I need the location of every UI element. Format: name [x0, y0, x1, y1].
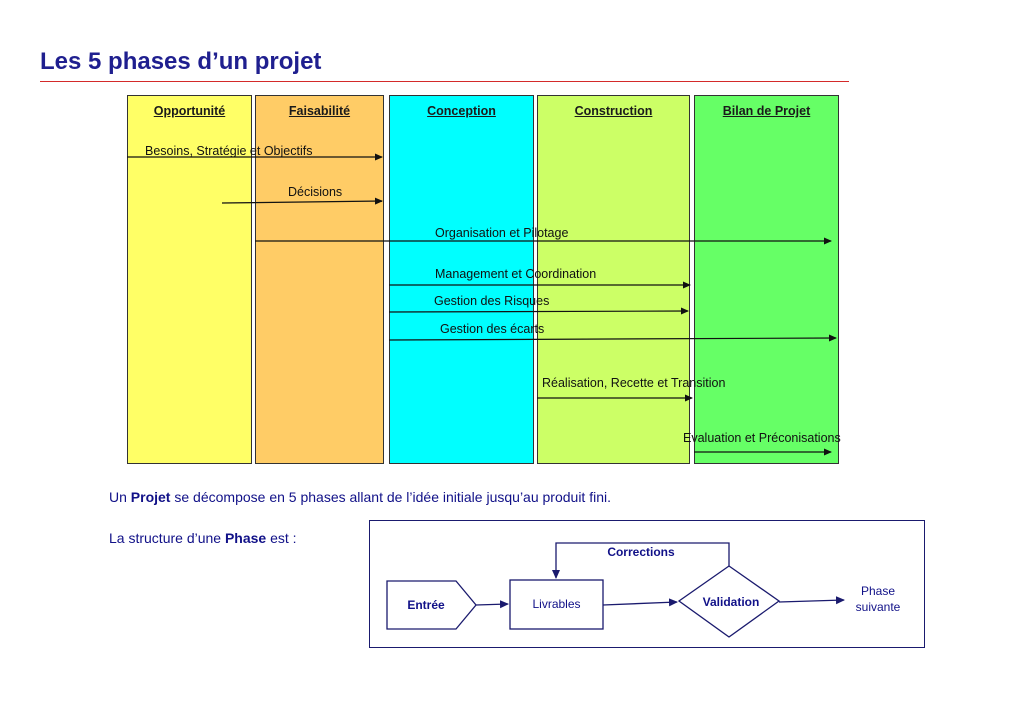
- phase-label-conception: Conception: [427, 104, 496, 118]
- intro-sentence: Un Projet se décompose en 5 phases allan…: [109, 489, 611, 505]
- phase-label-bilan: Bilan de Projet: [722, 104, 811, 118]
- phase-label-construction: Construction: [574, 104, 653, 118]
- phase-suivante-label: Phase suivante: [843, 583, 913, 615]
- structure-sentence: La structure d’une Phase est :: [109, 530, 297, 546]
- structure-suffix: est :: [266, 530, 297, 546]
- validation-label: Validation: [702, 595, 760, 609]
- intro-bold: Projet: [130, 489, 171, 505]
- livrables-label: Livrables: [532, 597, 581, 611]
- structure-bold: Phase: [224, 530, 267, 546]
- phase-structure-box: [369, 520, 925, 648]
- activity-label-besoins: Besoins, Stratégie et Objectifs: [145, 144, 313, 158]
- structure-prefix: La structure d’une: [109, 530, 225, 546]
- activity-label-decisions: Décisions: [288, 185, 343, 199]
- activity-label-organisation: Organisation et Pilotage: [435, 226, 569, 240]
- phase-column-conception: Conception: [389, 95, 534, 464]
- phase-suivante-line1: Phase: [860, 584, 896, 598]
- intro-suffix: se décompose en 5 phases allant de l’idé…: [170, 489, 611, 505]
- activity-label-evaluation: Evaluation et Préconisations: [683, 431, 841, 445]
- phase-column-construction: Construction: [537, 95, 690, 464]
- title-underline: [40, 81, 849, 82]
- entree-label: Entrée: [407, 598, 445, 612]
- phase-column-bilan: Bilan de Projet: [694, 95, 839, 464]
- phase-label-opportunite: Opportunité: [153, 104, 226, 118]
- phase-suivante-line2: suivante: [855, 600, 901, 614]
- page-title: Les 5 phases d’un projet: [40, 48, 322, 75]
- intro-prefix: Un: [109, 489, 131, 505]
- activity-label-risques: Gestion des Risques: [434, 294, 550, 308]
- phase-label-faisabilite: Faisabilité: [288, 104, 351, 118]
- activity-label-ecarts: Gestion des écarts: [440, 322, 545, 336]
- corrections-label: Corrections: [607, 545, 675, 559]
- activity-label-realisation: Réalisation, Recette et Transition: [542, 376, 726, 390]
- activity-label-management: Management et Coordination: [435, 267, 597, 281]
